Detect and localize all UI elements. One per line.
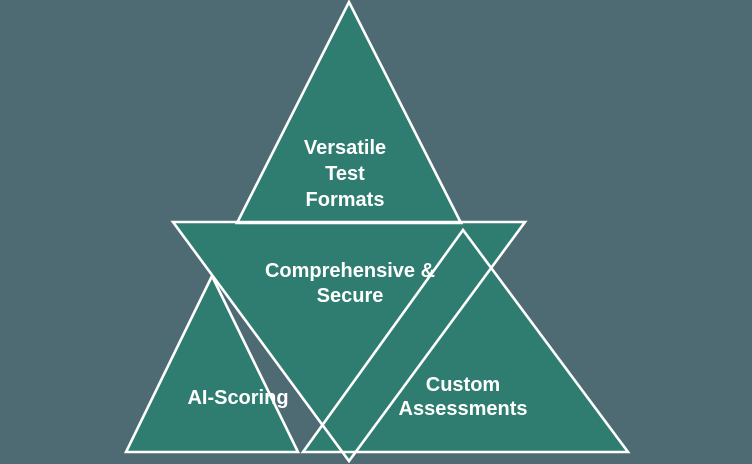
label-versatile-test-formats: Versatile Test Formats	[304, 137, 386, 211]
triangle-top-shape	[237, 2, 461, 223]
label-custom-line1: Custom	[426, 374, 500, 396]
label-ai-scoring: AI-Scoring	[187, 387, 288, 409]
label-custom-line2: Assessments	[399, 398, 528, 420]
label-comprehensive-secure: Comprehensive & Secure	[265, 260, 435, 307]
label-comprehensive-line1: Comprehensive &	[265, 260, 435, 282]
label-ai-scoring-line1: AI-Scoring	[187, 387, 288, 409]
diagram-labels: Versatile Test Formats Comprehensive & S…	[187, 137, 527, 420]
label-custom-assessments: Custom Assessments	[399, 374, 528, 420]
label-versatile-line1: Versatile	[304, 137, 386, 159]
triangle-outlines	[123, 0, 631, 464]
triangle-bottom-right-outline	[300, 227, 631, 454]
triangle-bottom-right-shape	[303, 230, 628, 452]
label-versatile-line3: Formats	[306, 189, 385, 211]
triangle-bottom-left-outline	[123, 273, 301, 454]
triangle-bottom-left-shape	[126, 276, 298, 452]
label-versatile-line2: Test	[325, 163, 365, 185]
triangle-middle-outline	[170, 220, 528, 464]
label-comprehensive-line2: Secure	[317, 285, 384, 307]
triangle-fills	[126, 2, 628, 461]
